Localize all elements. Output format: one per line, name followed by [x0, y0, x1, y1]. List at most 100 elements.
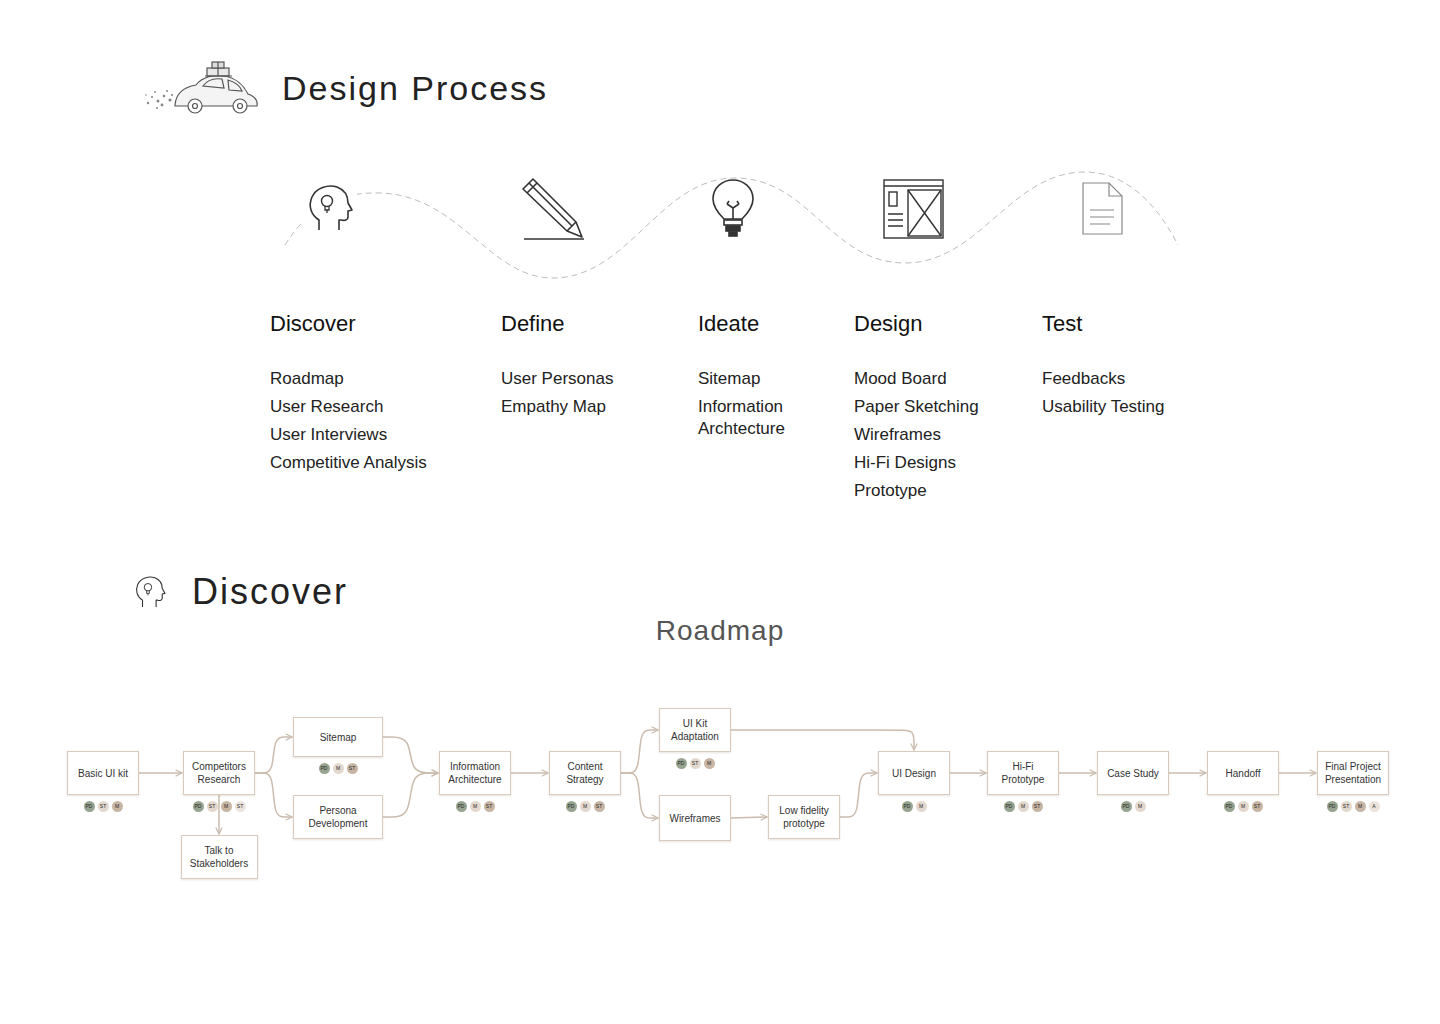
node-text: PD: [568, 803, 575, 809]
node-text: PD: [904, 803, 911, 809]
avatar-badge: PD: [1327, 801, 1338, 812]
process-box: Sitemap: [293, 717, 383, 757]
avatar-badge: M: [1135, 801, 1146, 812]
process-box: Persona Development: [293, 795, 383, 839]
phase-item: Paper Sketching: [854, 396, 1034, 418]
node-text: UI Design: [892, 767, 936, 780]
phase-item: Prototype: [854, 480, 1034, 502]
flow-connector: [511, 772, 548, 774]
phase-column: TestFeedbacksUsability Testing: [1042, 310, 1222, 418]
phase-item: Sitemap: [698, 368, 823, 390]
document-icon: [1083, 183, 1122, 234]
flow-connector: [1169, 772, 1206, 774]
node-text: Information Architecture: [445, 760, 505, 786]
flow-connector: [1279, 772, 1316, 774]
process-box: Wireframes: [659, 795, 731, 841]
node-text: PD: [458, 803, 465, 809]
phase-list: SitemapInformation Archtecture: [698, 368, 823, 440]
car-illustration: [145, 62, 257, 113]
node-text: M: [115, 803, 119, 809]
node-text: ST: [1254, 803, 1260, 809]
node-text: ST: [486, 803, 492, 809]
node-text: ST: [1034, 803, 1040, 809]
process-box: Low fidelity prototype: [768, 795, 840, 839]
node-text: Persona Development: [299, 804, 377, 830]
process-box: Basic UI kit: [67, 751, 139, 795]
flow-connector: [139, 772, 182, 774]
process-box: Content Strategy: [549, 751, 621, 795]
node-text: M: [583, 803, 587, 809]
phase-column: DesignMood BoardPaper SketchingWireframe…: [854, 310, 1034, 502]
avatar-badge: ST: [484, 801, 495, 812]
node-text: A: [1372, 803, 1375, 809]
process-wave: [285, 172, 1178, 278]
avatar-badge: PD: [193, 801, 204, 812]
node-text: Handoff: [1226, 767, 1261, 780]
avatar-badge: ST: [235, 801, 246, 812]
head-icon: [303, 181, 357, 235]
page-title: Design Process: [282, 66, 548, 110]
node-text: Talk to Stakeholders: [187, 844, 252, 870]
process-box: Case Study: [1097, 751, 1169, 795]
node-text: M: [224, 803, 228, 809]
pencil-icon: [523, 179, 584, 239]
phase-item: Usability Testing: [1042, 396, 1222, 418]
avatar-badge: PD: [1224, 801, 1235, 812]
avatar-badge: ST: [690, 758, 701, 769]
avatar-badge: PD: [676, 758, 687, 769]
node-text: PD: [1123, 803, 1130, 809]
node-text: M: [707, 760, 711, 766]
avatar-badge: M: [704, 758, 715, 769]
section-heading: Discover: [192, 569, 492, 615]
phase-item: User Interviews: [270, 424, 485, 446]
node-text: M: [336, 765, 340, 771]
avatar-badge: M: [221, 801, 232, 812]
node-text: Wireframes: [669, 812, 720, 825]
phase-list: User PersonasEmpathy Map: [501, 368, 681, 418]
flow-connector: [621, 730, 658, 773]
wireframe-icon: [884, 180, 943, 238]
phase-heading: Test: [1042, 310, 1222, 338]
avatar-badge: M: [112, 801, 123, 812]
node-text: Hi-Fi Prototype: [993, 760, 1053, 786]
avatar-badge: ST: [1341, 801, 1352, 812]
node-text: Competitors Research: [189, 760, 249, 786]
node-text: Content Strategy: [555, 760, 615, 786]
node-text: M: [1138, 803, 1142, 809]
node-text: PD: [1226, 803, 1233, 809]
process-box: Handoff: [1207, 751, 1279, 795]
node-text: ST: [596, 803, 602, 809]
flow-connector: [950, 772, 986, 774]
avatar-badge: ST: [98, 801, 109, 812]
process-box: Hi-Fi Prototype: [987, 751, 1059, 795]
avatar-badge: ST: [347, 763, 358, 774]
avatar-badge: ST: [1252, 801, 1263, 812]
node-text: M: [1358, 803, 1362, 809]
phase-item: Information Archtecture: [698, 396, 823, 440]
node-text: UI Kit Adaptation: [665, 717, 725, 743]
node-text: ST: [692, 760, 698, 766]
phase-heading: Ideate: [698, 310, 823, 338]
avatar-badge: PD: [319, 763, 330, 774]
phase-column: DiscoverRoadmapUser ResearchUser Intervi…: [270, 310, 485, 474]
phase-item: User Research: [270, 396, 485, 418]
phase-heading: Define: [501, 310, 681, 338]
node-text: Case Study: [1107, 767, 1159, 780]
avatar-badge: M: [580, 801, 591, 812]
node-text: PD: [195, 803, 202, 809]
avatar-badge: ST: [207, 801, 218, 812]
avatar-badge: PD: [1121, 801, 1132, 812]
phase-item: Mood Board: [854, 368, 1034, 390]
flow-connector: [840, 773, 877, 817]
phase-list: FeedbacksUsability Testing: [1042, 368, 1222, 418]
node-text: PD: [678, 760, 685, 766]
node-text: Basic UI kit: [78, 767, 128, 780]
process-box: UI Kit Adaptation: [659, 708, 731, 752]
avatar-badge: M: [333, 763, 344, 774]
node-text: M: [1241, 803, 1245, 809]
avatar-badge: PD: [84, 801, 95, 812]
avatar-badge: M: [1018, 801, 1029, 812]
avatar-badge: M: [916, 801, 927, 812]
avatar-badge: ST: [594, 801, 605, 812]
phase-item: Empathy Map: [501, 396, 681, 418]
